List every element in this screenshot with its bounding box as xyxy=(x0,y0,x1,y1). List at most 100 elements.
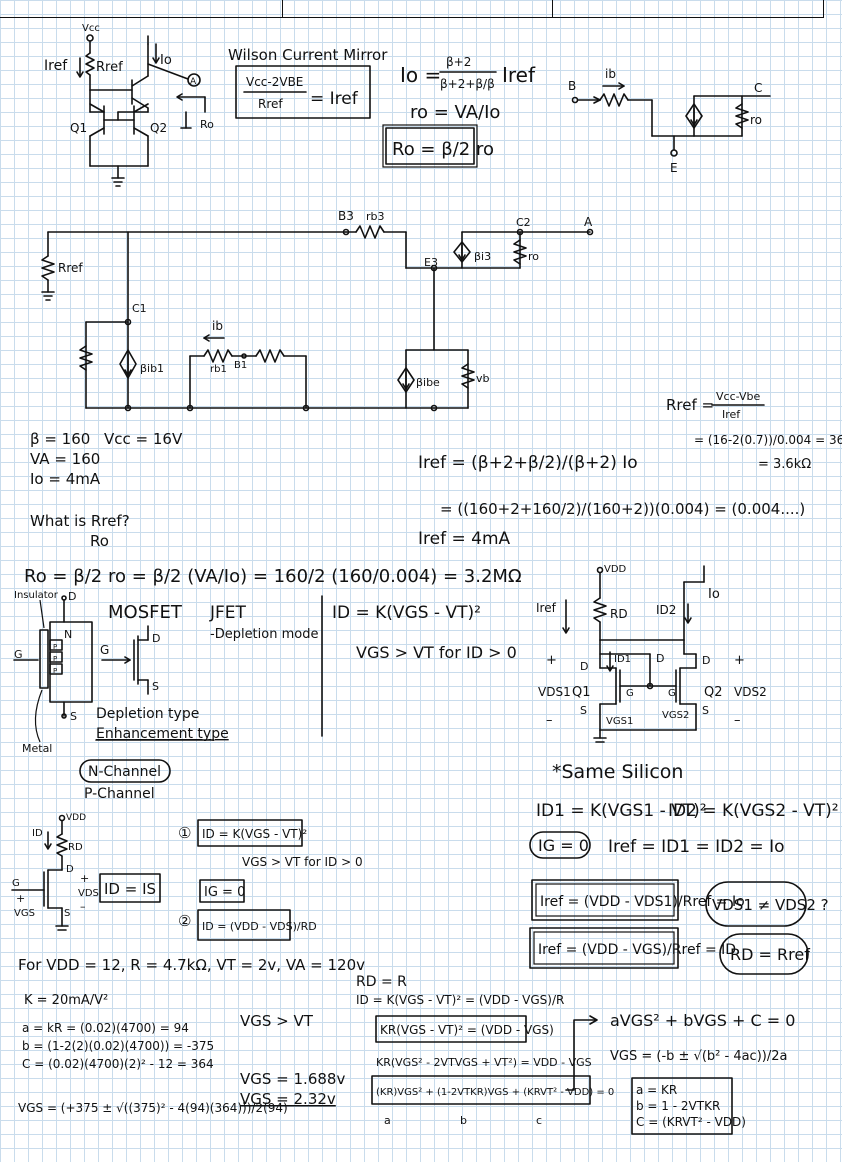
symbol-g-label: G xyxy=(100,643,109,657)
mirror-vgs2-label: VGS2 xyxy=(662,710,689,721)
nmos-g-label: G xyxy=(12,878,20,889)
given-beta: β = 160 xyxy=(30,430,90,448)
big-vb-label: vb xyxy=(476,372,490,385)
mosfet-s-label: S xyxy=(70,710,77,723)
deriv-box1-text: KR(VGS - VT)² = (VDD - VGS) xyxy=(380,1023,554,1037)
big-bib1-label: βib1 xyxy=(140,362,164,375)
enhancement-type-label: Enhancement type xyxy=(96,726,229,742)
rd-rref-oval xyxy=(719,933,809,975)
rref-calc-num: Vcc-Vbe xyxy=(716,390,760,403)
mirror-g1-label: G xyxy=(626,688,634,699)
deriv-box2 xyxy=(371,1075,591,1105)
given-io: Io = 4mA xyxy=(30,470,101,488)
deriv-c: c xyxy=(536,1114,542,1127)
mirror-q1-d-label: D xyxy=(580,660,588,673)
nmos-vds-label: VDS xyxy=(78,888,99,899)
mirror-minus-left: – xyxy=(546,713,553,728)
nmos-s-label: S xyxy=(64,908,70,919)
big-c1-label: C1 xyxy=(132,302,147,315)
mosfet-title: MOSFET xyxy=(108,602,183,623)
mosfet-g-label: G xyxy=(14,648,23,661)
example-cond: VGS > VT xyxy=(240,1012,314,1030)
big-ro-label: ro xyxy=(528,250,539,263)
mosfet-metal-label: Metal xyxy=(22,742,52,755)
example-vgs1: VGS = 1.688v xyxy=(240,1070,345,1088)
nmos-plus: + xyxy=(16,892,25,905)
jfet-title: JFET xyxy=(209,603,247,623)
header-cell-1 xyxy=(0,0,283,18)
mirror-box2 xyxy=(529,927,679,969)
wilson-mirror-equation: Vcc-2VBE Rref = Iref xyxy=(235,65,371,119)
quad-b: b = 1 - 2VTKR xyxy=(636,1099,720,1113)
ig-oval xyxy=(529,831,591,859)
vds-question-text: VDS1 ≠ VDS2 ? xyxy=(712,896,829,914)
pchannel-label: P-Channel xyxy=(84,786,155,802)
deriv-expand: KR(VGS² - 2VTVGS + VT²) = VDD - VGS xyxy=(376,1056,592,1069)
big-rb1-label: rb1 xyxy=(210,364,227,375)
deriv-rd: RD = R xyxy=(356,974,407,990)
mosfet-p2: P xyxy=(53,655,57,663)
same-silicon-note: *Same Silicon xyxy=(552,761,683,783)
io-num: β+2 xyxy=(446,55,471,69)
mirror-eq-den: Rref xyxy=(258,97,283,111)
io-rhs: Iref xyxy=(502,63,536,87)
mosfet-cross-section: Insulator D N P P P G S Metal xyxy=(13,590,93,755)
example-given: For VDD = 12, R = 4.7kΩ, VT = 2v, VA = 1… xyxy=(18,956,365,974)
mirror-box1-text: Iref = (VDD - VDS1)/Rref = Io xyxy=(540,894,745,910)
mirror-plus-right: + xyxy=(734,653,745,668)
quad-eq: aVGS² + bVGS + C = 0 xyxy=(610,1011,795,1030)
quad-box xyxy=(631,1077,733,1135)
mid-eq1: ID = K(VGS - VT)² xyxy=(202,827,307,841)
mirror-id2-label: ID2 xyxy=(656,603,676,617)
small-ro-label: ro xyxy=(750,113,762,127)
symbol-s-label: S xyxy=(152,680,159,693)
mirror-iref-label: Iref xyxy=(536,601,557,615)
mirror-box1 xyxy=(531,879,679,921)
small-ib-label: ib xyxy=(605,67,616,81)
mid-ig: IG = 0 xyxy=(204,885,245,900)
wilson-iref-label: Iref xyxy=(44,58,68,74)
nmos-id-label: ID xyxy=(32,828,43,839)
mosfet-insulator-label: Insulator xyxy=(14,590,59,601)
wilson-vcc-label: Vcc xyxy=(82,23,100,34)
ro-big-formula: Ro = β/2 ro xyxy=(392,139,494,160)
example-c: C = (0.02)(4700)(2)² - 12 = 364 xyxy=(22,1057,214,1071)
mirror-io-label: Io xyxy=(708,587,720,602)
rref-calc-line3: = 3.6kΩ xyxy=(758,457,811,472)
nmos-eq: ID = IS xyxy=(104,880,156,898)
header-bar xyxy=(0,0,842,18)
mirror-q1-label: Q1 xyxy=(572,685,591,700)
mirror-id1-label: ID1 xyxy=(614,654,631,665)
mirror-g2-label: G xyxy=(668,688,676,699)
wilson-q2-label: Q2 xyxy=(150,121,167,135)
rref-calc-line2: = (16-2(0.7))/0.004 = 3650Ω xyxy=(694,433,842,447)
mirror-eq-num: Vcc-2VBE xyxy=(246,75,303,89)
wilson-ro-label: Ro xyxy=(200,118,214,131)
mosfet-p1: P xyxy=(53,643,57,651)
ro-result: Ro = β/2 ro = β/2 (VA/Io) = 160/2 (160/0… xyxy=(24,566,522,587)
iref-calc-line2: = ((160+2+160/2)/(160+2))(0.004) = (0.00… xyxy=(440,500,805,518)
rd-rref-text: RD = Rref xyxy=(730,945,810,964)
mosfet-d-label: D xyxy=(68,590,76,603)
mirror-vgs1-label: VGS1 xyxy=(606,716,633,727)
big-equivalent-circuit: B3 rb3 βi3 ro C2 A E3 Rref C1 xyxy=(41,209,594,412)
mirror-box2-text: Iref = (VDD - VGS)/Rref = ID xyxy=(538,942,736,958)
question-rref: What is Rref? xyxy=(30,512,130,530)
iref-calc-line1: Iref = (β+2+β/2)/(β+2) Io xyxy=(418,453,638,473)
big-a-label: A xyxy=(584,215,593,229)
big-c2-label: C2 xyxy=(516,216,531,229)
nmos-vds-plus: + xyxy=(80,872,89,885)
small-equivalent-circuit: B ib E ro C xyxy=(568,67,771,175)
mirror-plus-left: + xyxy=(546,653,557,668)
mirror-rd-label: RD xyxy=(610,607,628,621)
deriv-arrowhead xyxy=(589,1015,598,1025)
deriv-box2-text: (KR)VGS² + (1-2VTKR)VGS + (KRVT² - VDD) … xyxy=(376,1087,614,1098)
nmos-vdd-label: VDD xyxy=(66,813,86,823)
nmos-circuit: VDD RD ID D G + VGS S + VDS – ID = IS xyxy=(11,813,161,931)
deriv-box1 xyxy=(375,1015,527,1043)
mid-eq1-box xyxy=(197,819,303,847)
nmos-vds-minus: – xyxy=(80,900,86,913)
mosfet-symbol: G D S xyxy=(100,625,160,695)
symbol-d-label: D xyxy=(152,632,160,645)
mirror-ig-eq: IG = 0 xyxy=(538,836,589,855)
